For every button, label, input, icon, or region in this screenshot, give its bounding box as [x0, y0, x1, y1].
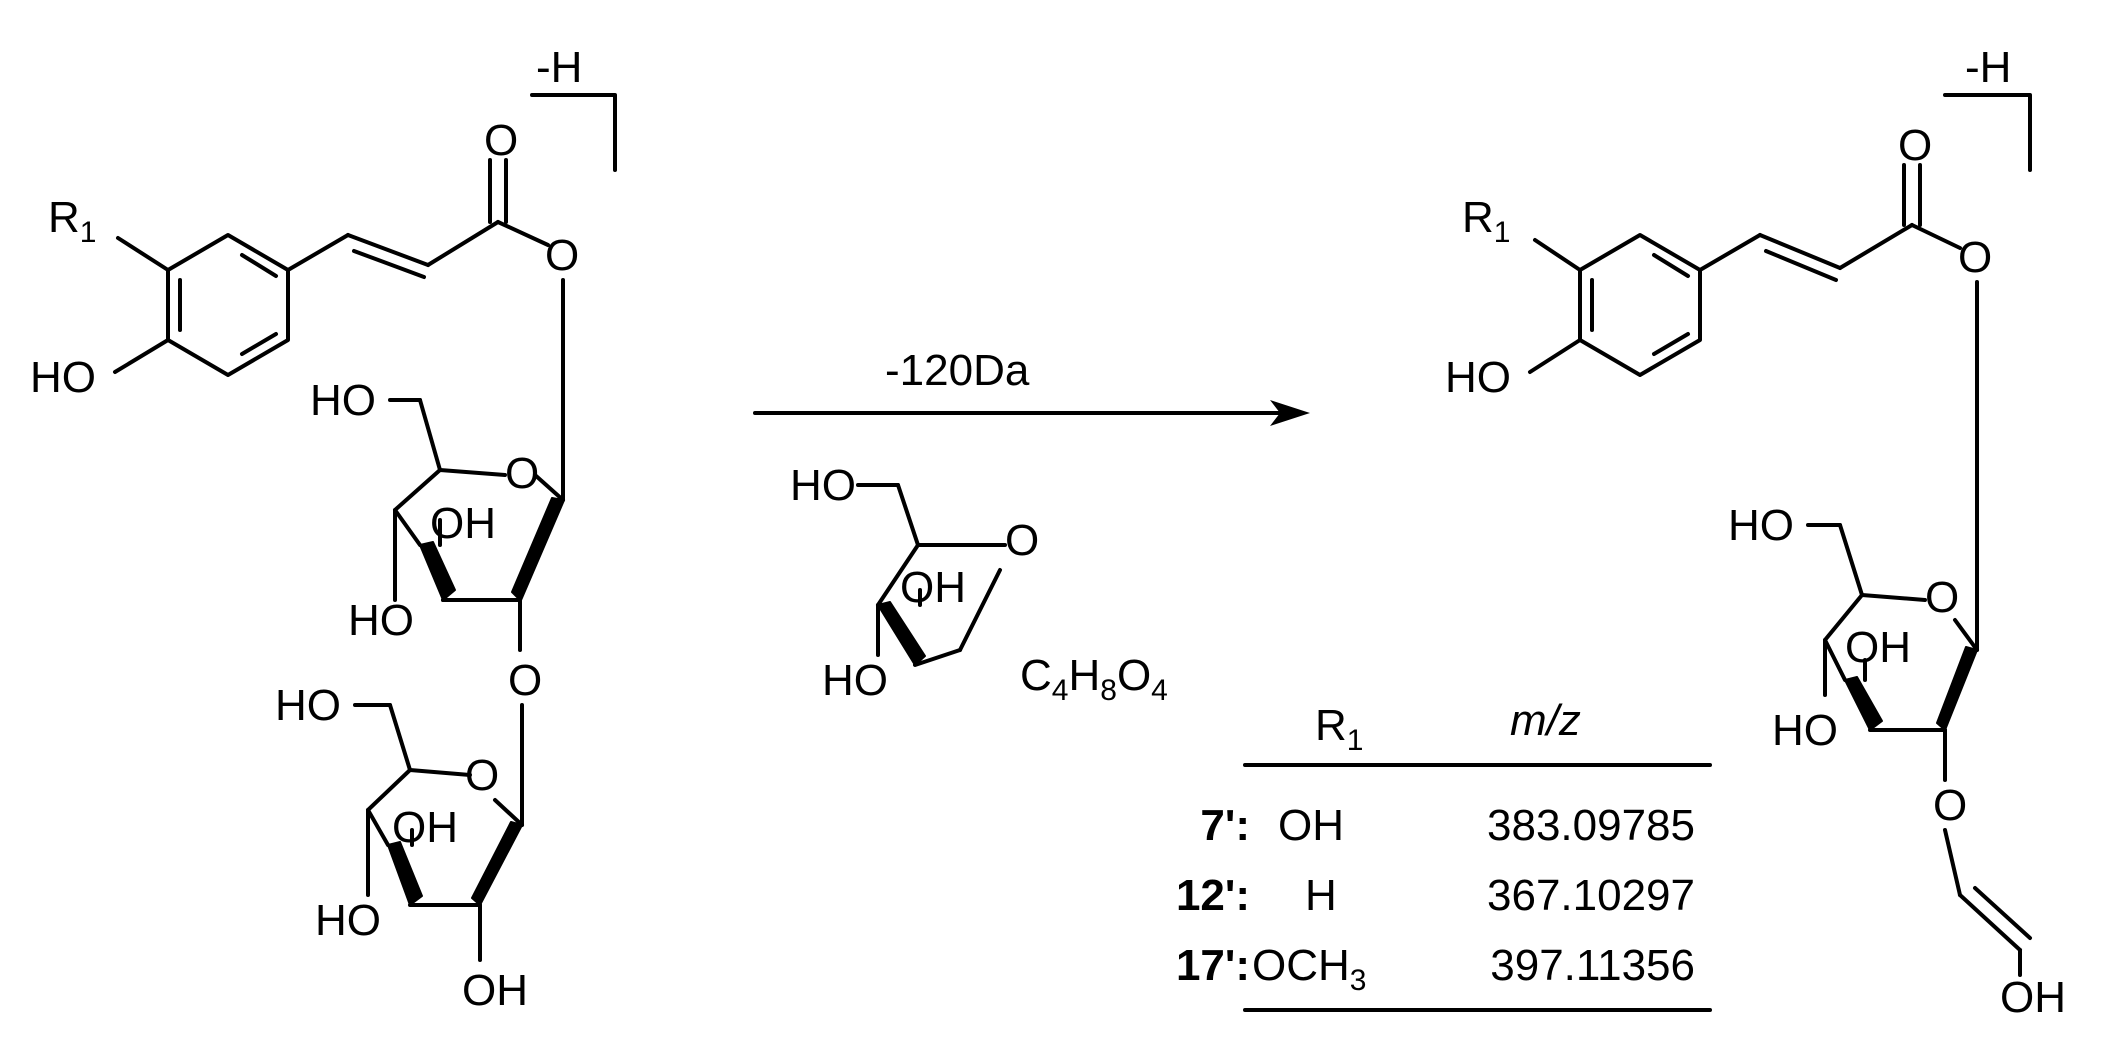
glc2-wedge-left	[387, 841, 423, 906]
right-glc-link-o: O	[1933, 781, 1967, 830]
right-chain-3	[1838, 223, 1914, 270]
glc2-oh2: OH	[462, 966, 528, 1015]
mz-table: R1 m/z 7': OH 383.09785 12': H 367.10297…	[1176, 696, 1712, 1012]
fragment-ring-right	[958, 568, 1002, 652]
left-chain-2	[346, 233, 430, 267]
right-benzene-ring	[1578, 233, 1702, 377]
left-benzene-double-2	[240, 332, 278, 356]
lost-fragment: HO O OH HO	[790, 461, 1039, 705]
left-ester-o: O	[545, 231, 579, 280]
right-charge-bracket	[1943, 93, 2032, 172]
glc1-ring-o: O	[505, 449, 539, 498]
right-carbonyl-o: O	[1898, 121, 1932, 170]
glc1-wedge-right	[511, 497, 564, 601]
right-structure: -H R1 HO O O O HO OH H	[1445, 43, 2066, 1022]
left-r1-label: R1	[48, 193, 96, 249]
left-phenol-label: HO	[30, 353, 96, 402]
right-benzene-double-1	[1652, 253, 1690, 278]
table-header-mz: m/z	[1510, 696, 1581, 745]
left-structure: -H R1 HO O O O	[30, 43, 617, 1015]
fragment-formula: C4H8O4	[1020, 651, 1168, 707]
right-ester-o: O	[1958, 233, 1992, 282]
fragment-ring-left	[876, 543, 920, 607]
left-charge-bracket	[530, 93, 617, 172]
left-chain-1	[286, 233, 350, 272]
glc1-link-o: O	[508, 656, 542, 705]
fragment-oh3: OH	[900, 563, 966, 612]
fragment-ch2-bond-2	[896, 483, 920, 547]
table-row-id: 7':	[1200, 801, 1250, 850]
left-phenol-bond	[113, 338, 170, 374]
right-glc-ch2oh: HO	[1728, 501, 1794, 550]
reaction-arrow-head	[1270, 400, 1310, 426]
right-phenol-label: HO	[1445, 353, 1511, 402]
right-phenol-bond	[1528, 338, 1582, 374]
table-row-r: H	[1305, 871, 1337, 920]
glc1-ch2oh: HO	[310, 376, 376, 425]
right-r1-bond	[1533, 238, 1582, 272]
left-glucose-2: O HO OH HO OH	[275, 681, 528, 1015]
mass-loss-label: -120Da	[885, 346, 1030, 395]
right-glc-ring	[1823, 593, 1979, 682]
glc2-wedge-right	[471, 821, 523, 906]
table-row-id: 12':	[1176, 871, 1250, 920]
table-row-mz: 367.10297	[1487, 871, 1695, 920]
left-benzene-ring	[166, 233, 290, 377]
right-glc-ring-o: O	[1925, 573, 1959, 622]
left-glucose-1: O HO OH HO O	[310, 376, 565, 827]
glc2-ch2oh: HO	[275, 681, 341, 730]
right-glucose: O HO OH HO O	[1728, 501, 1979, 830]
fragment-bottom	[913, 648, 962, 667]
table-row-mz: 383.09785	[1487, 801, 1695, 850]
glc1-wedge-left	[419, 541, 456, 601]
right-enol-1	[1943, 828, 1962, 897]
left-r1-bond	[116, 236, 170, 272]
glc2-ring-o: O	[465, 751, 499, 800]
table-row-r: OCH3	[1252, 941, 1366, 997]
table-row-mz: 397.11356	[1490, 941, 1695, 990]
left-benzene-double-1	[240, 253, 278, 278]
right-r1-label: R1	[1462, 193, 1510, 249]
right-chain-double	[1764, 249, 1838, 282]
glc1-oh4: HO	[348, 596, 414, 645]
left-carbonyl-o: O	[484, 116, 518, 165]
right-chain-1	[1698, 233, 1762, 272]
right-enol-oh: OH	[2000, 973, 2066, 1022]
reaction-step: -120Da HO O OH HO C4H8O4	[753, 346, 1310, 707]
right-glc-wedge-left	[1844, 676, 1883, 731]
fragment-wedge	[877, 601, 926, 666]
right-benzene-double-2	[1652, 332, 1690, 356]
right-ester-bond	[1910, 223, 1962, 250]
glc1-oh3: OH	[430, 499, 496, 548]
table-row-id: 17':	[1176, 941, 1250, 990]
right-glc-ch2-bond	[1838, 523, 1864, 597]
fragment-oh4: HO	[822, 656, 888, 705]
right-charge-label: -H	[1965, 43, 2011, 92]
left-ester-bond	[496, 220, 550, 247]
right-enol-2	[1958, 893, 2022, 952]
left-charge-label: -H	[536, 43, 582, 92]
glc2-ring	[366, 768, 524, 847]
right-glc-oh4: HO	[1772, 706, 1838, 755]
right-glc-wedge-right	[1936, 646, 1978, 731]
right-chain-2	[1758, 233, 1842, 270]
fragment-ch2oh: HO	[790, 461, 856, 510]
fragment-ring-o: O	[1005, 516, 1039, 565]
left-chain-double	[352, 249, 426, 279]
right-glc-oh3: OH	[1845, 623, 1911, 672]
table-header-r: R1	[1315, 701, 1363, 757]
glc2-oh4: HO	[315, 896, 381, 945]
right-enol-double	[1973, 886, 2032, 940]
table-row-r: OH	[1278, 801, 1344, 850]
left-chain-3	[426, 220, 500, 267]
glc2-ch2-bond	[388, 703, 412, 772]
glc1-ch2-bond	[418, 398, 442, 472]
glc2-oh3: OH	[392, 803, 458, 852]
